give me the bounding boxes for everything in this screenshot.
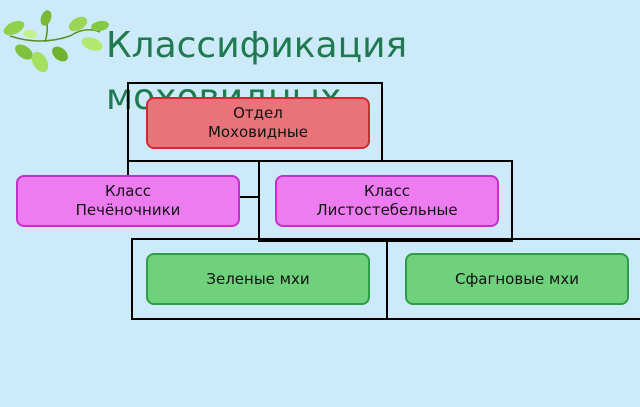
sphagnum-mosses-node: Сфагновые мхи <box>405 253 629 305</box>
class-leafy-node: Класс Листостебельные <box>275 175 499 227</box>
green-leaves-icon <box>0 6 112 86</box>
class-leafy-name: Листостебельные <box>316 201 457 220</box>
division-label: Отдел <box>233 104 283 123</box>
division-mosses-node: Отдел Моховидные <box>146 97 370 149</box>
class-liverworts-node: Класс Печёночники <box>16 175 240 227</box>
class-liverworts-label: Класс <box>105 182 151 201</box>
title-line-1: Классификация <box>106 20 626 72</box>
class-leafy-label: Класс <box>364 182 410 201</box>
green-mosses-node: Зеленые мхи <box>146 253 370 305</box>
division-name: Моховидные <box>208 123 308 142</box>
class-liverworts-name: Печёночники <box>76 201 181 220</box>
sphagnum-mosses-label: Сфагновые мхи <box>455 270 579 289</box>
green-mosses-label: Зеленые мхи <box>206 270 309 289</box>
